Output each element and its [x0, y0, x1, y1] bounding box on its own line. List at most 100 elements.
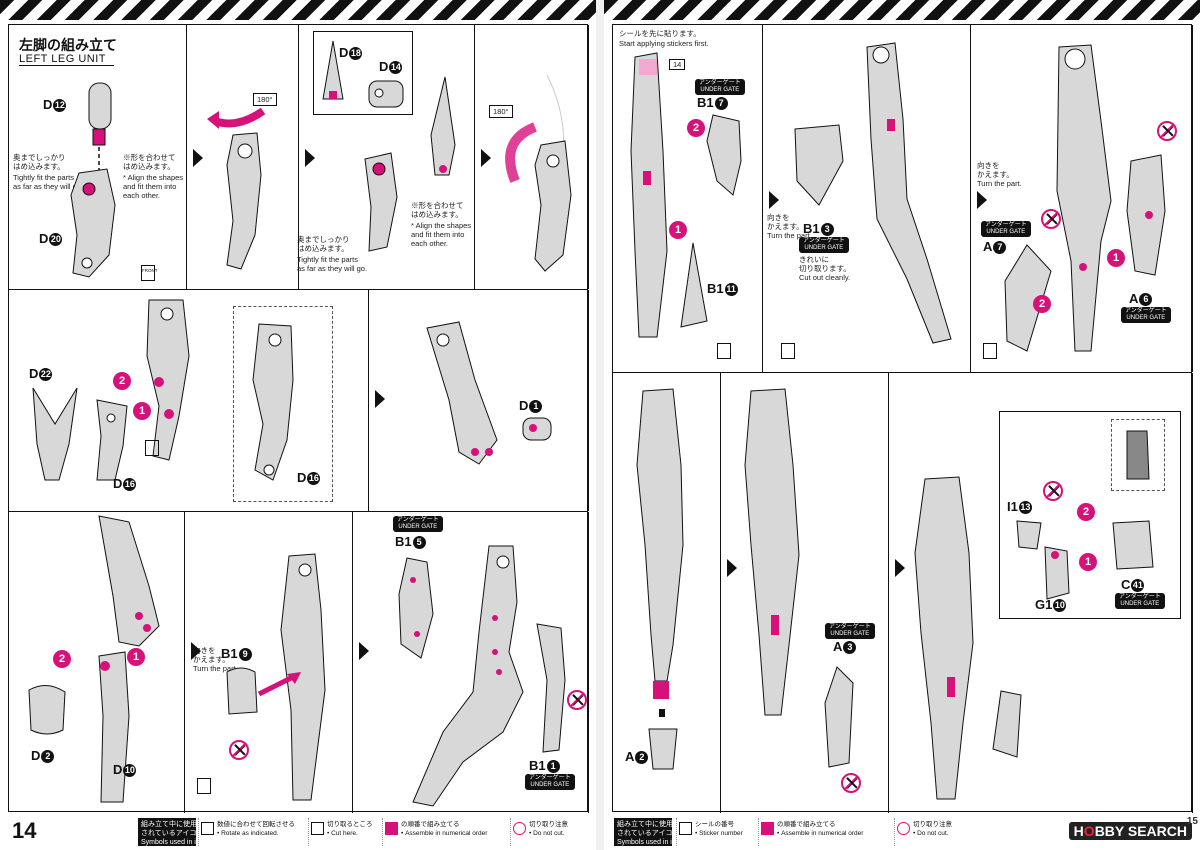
step-panel-2: 180° — [187, 25, 299, 289]
part-c41-preview — [1126, 430, 1150, 480]
rotate-arrow-icon — [505, 122, 538, 183]
turn-note-jp: 向きを かえます。 — [977, 161, 1014, 179]
leg-assembly-shape — [744, 388, 800, 716]
sticker-note-en: Start applying stickers first. — [619, 39, 709, 48]
legend-item-order: の順番で組み立てる • Assemble in numerical order — [382, 818, 510, 846]
legend-item-cut: 切り取るところ • Cut here. — [308, 818, 382, 846]
part-d14-shape — [368, 80, 404, 108]
order-badge: 1 — [127, 648, 145, 666]
front-icon — [983, 343, 997, 359]
leg-assembly-shape — [98, 515, 160, 803]
order-badge: 2 — [1033, 295, 1051, 313]
part-i113-shape — [1016, 520, 1042, 550]
front-icon — [717, 343, 731, 359]
order-icon — [761, 822, 774, 835]
steps-frame: シールを先に貼ります。 Start applying stickers firs… — [612, 24, 1193, 813]
align-note-jp: ※形を合わせて はめ込みます。 — [123, 153, 176, 171]
leg-assembly-shape — [426, 321, 498, 465]
hazard-stripe — [604, 0, 1200, 20]
under-gate-tag: アンダーゲート UNDER GATE — [525, 774, 575, 790]
sticker-icon — [679, 822, 692, 835]
leg-assembly-shape — [866, 42, 952, 344]
legend-item-nocut: 切り取り注意 • Do not cut. — [894, 818, 976, 846]
part-c41-shape — [1112, 520, 1154, 570]
part-b15-shape — [398, 557, 434, 659]
step-arrow-icon — [191, 642, 201, 660]
detail-box — [999, 411, 1181, 619]
order-badge: 1 — [133, 402, 151, 420]
rotate-arrow-icon — [207, 107, 266, 129]
order-badge: 1 — [1107, 249, 1125, 267]
do-not-cut-icon — [841, 773, 861, 793]
align-note-en: * Align the shapes and fit them into eac… — [411, 221, 472, 248]
leg-assembly-shape — [280, 553, 326, 801]
hobby-search-logo: HOBBY SEARCH — [1068, 822, 1192, 840]
page-footer: 組み立て中に使用 されているアイコン Symbols used in instr… — [604, 814, 1200, 850]
do-not-cut-icon — [1157, 121, 1177, 141]
turn-note-jp: 向きを かえます。 — [193, 646, 230, 664]
leg-assembly-shape — [914, 476, 974, 800]
part-b19-shape — [226, 667, 258, 715]
step-arrow-icon — [481, 149, 491, 167]
rotate-label: 180° — [253, 93, 277, 106]
leg-assembly-shape — [630, 52, 668, 338]
arrow-stem — [659, 709, 665, 717]
under-gate-tag: アンダーゲート UNDER GATE — [1121, 307, 1171, 323]
order-badge: 1 — [669, 221, 687, 239]
part-toe-shape — [430, 76, 456, 176]
rotate-label: 180° — [489, 105, 513, 118]
align-note-en: * Align the shapes and fit them into eac… — [123, 173, 184, 200]
part-a3-shape — [824, 666, 854, 768]
under-gate-tag: アンダーゲート UNDER GATE — [695, 79, 745, 95]
order-badge: 2 — [1077, 503, 1095, 521]
part-a6-shape — [1126, 154, 1166, 276]
part-d20-shape — [70, 168, 116, 278]
section-title-jp: 左脚の組み立て — [19, 37, 117, 53]
fit-note-jp: 奥までしっかり はめ込みます。 — [13, 153, 66, 171]
step-arrow-icon — [977, 191, 987, 209]
leg-assembly-shape — [252, 323, 294, 481]
leg-assembly-shape — [412, 545, 524, 807]
right-page: シールを先に貼ります。 Start applying stickers firs… — [604, 0, 1200, 850]
part-a2-shape — [648, 728, 678, 770]
section-title-en: LEFT LEG UNIT — [19, 53, 114, 66]
legend-item-rotate: 数値に合わせて回転させる • Rotate as indicated. — [198, 818, 308, 846]
legend-title: 組み立て中に使用 されているアイコン Symbols used in instr… — [138, 818, 230, 846]
cut-note-jp: きれいに 切り取ります。 — [799, 255, 851, 273]
turn-note-en: Turn the part. — [977, 179, 1022, 188]
page-footer: 14 組み立て中に使用 されているアイコン Symbols used in in… — [0, 814, 596, 850]
legend-title: 組み立て中に使用 されているアイコン Symbols used in instr… — [614, 818, 706, 846]
cut-note-en: Cut out cleanly. — [799, 273, 851, 282]
leg-assembly-shape — [364, 152, 398, 252]
part-b11-shape — [536, 623, 566, 753]
detail-inset — [1111, 419, 1165, 491]
order-badge: 2 — [53, 650, 71, 668]
step-panel-1: シールを先に貼ります。 Start applying stickers firs… — [613, 25, 763, 372]
part-b13-shape — [794, 124, 844, 206]
